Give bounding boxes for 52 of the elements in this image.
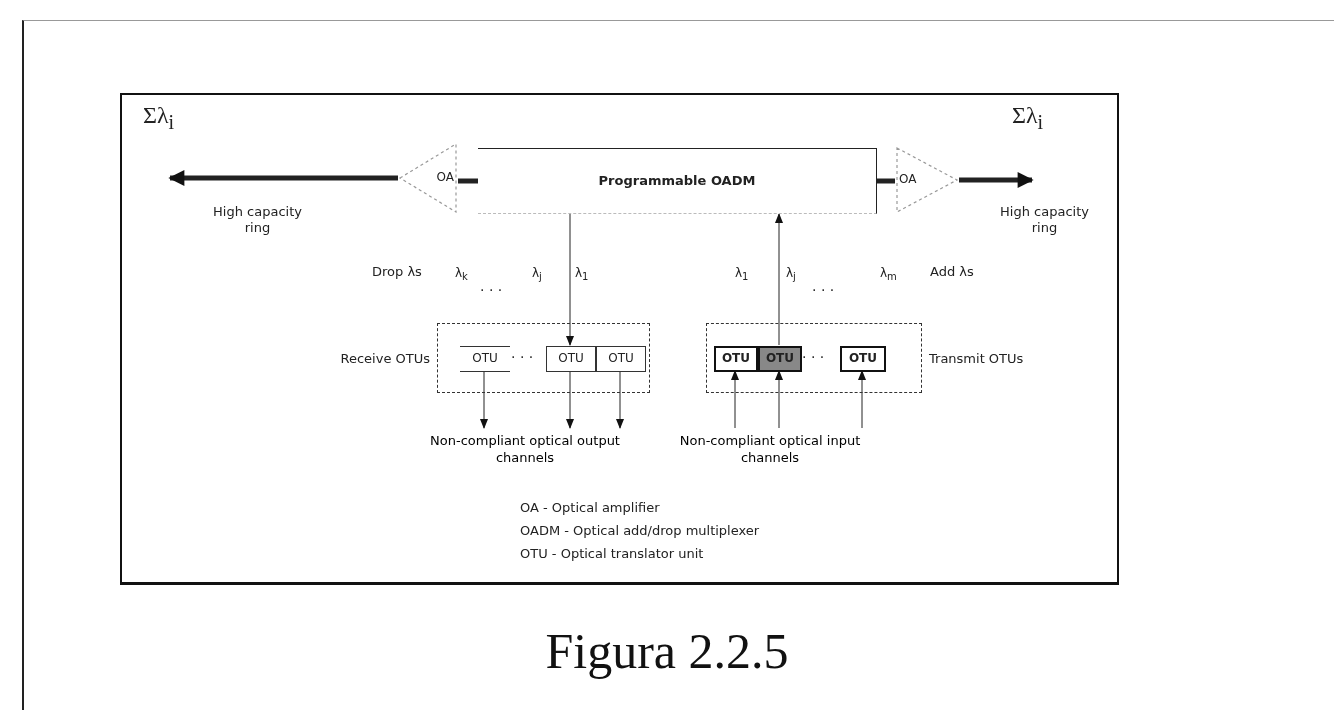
text-label: High capacity ring: [999, 204, 1090, 237]
unit-box: [546, 346, 596, 372]
node-label: OTU: [472, 351, 498, 367]
text-label: Drop λs: [372, 264, 422, 281]
unit-box: [714, 346, 758, 372]
unit-box: [840, 346, 886, 372]
text-label: High capacity ring: [212, 204, 303, 237]
unit-box: [758, 346, 802, 372]
text-label: OADM - Optical add/drop multiplexer: [520, 523, 760, 540]
unit-box: [596, 346, 646, 372]
text-label: λ$_{j}$: [786, 266, 796, 284]
text-label: λ$_{m}$: [880, 266, 897, 284]
arrow: [480, 370, 488, 429]
text-label: Σλ$_{i}$: [1012, 101, 1044, 135]
text-label: λ$_{k}$: [455, 266, 468, 284]
node-label: Programmable OADM: [598, 172, 756, 190]
arrow: [858, 370, 866, 429]
node-label: OTU: [558, 351, 584, 367]
text-label: Σλ$_{i}$: [143, 101, 175, 135]
node-label: OA: [898, 172, 917, 188]
text-label: OA - Optical amplifier: [520, 500, 660, 517]
arrow: [168, 170, 398, 186]
text-label: OTU - Optical translator unit: [520, 546, 704, 563]
group-label: Transmit OTUs: [929, 350, 1024, 366]
unit-box: [460, 346, 510, 372]
arrow: [775, 370, 783, 429]
text-label: · · ·: [511, 349, 534, 367]
text-label: · · ·: [812, 282, 835, 300]
text-label: λ$_{1}$: [735, 266, 749, 284]
text-label: Add λs: [930, 264, 974, 281]
arrow: [959, 172, 1034, 188]
figure-caption: Figura 2.2.5: [544, 622, 790, 680]
text-label: λ$_{j}$: [532, 266, 542, 284]
connector-line: [877, 178, 895, 184]
arrow: [616, 370, 624, 429]
node-label: OTU: [765, 351, 795, 367]
text-label: λ$_{1}$: [575, 266, 589, 284]
multiplexer-box: [478, 148, 877, 214]
arrow: [775, 213, 783, 346]
node-label: OTU: [721, 351, 751, 367]
arrow: [731, 370, 739, 429]
channel-label: Non-compliant optical input channels: [655, 428, 885, 472]
arrow: [566, 370, 574, 429]
group-label: Receive OTUs: [340, 350, 430, 366]
text-label: · · ·: [480, 282, 503, 300]
text-label: · · ·: [802, 349, 825, 367]
arrow: [566, 213, 574, 346]
channel-label: Non-compliant optical output channels: [405, 428, 645, 472]
node-label: OA: [436, 170, 455, 186]
node-label: OTU: [848, 351, 878, 367]
connector-line: [458, 178, 478, 184]
node-label: OTU: [608, 351, 634, 367]
